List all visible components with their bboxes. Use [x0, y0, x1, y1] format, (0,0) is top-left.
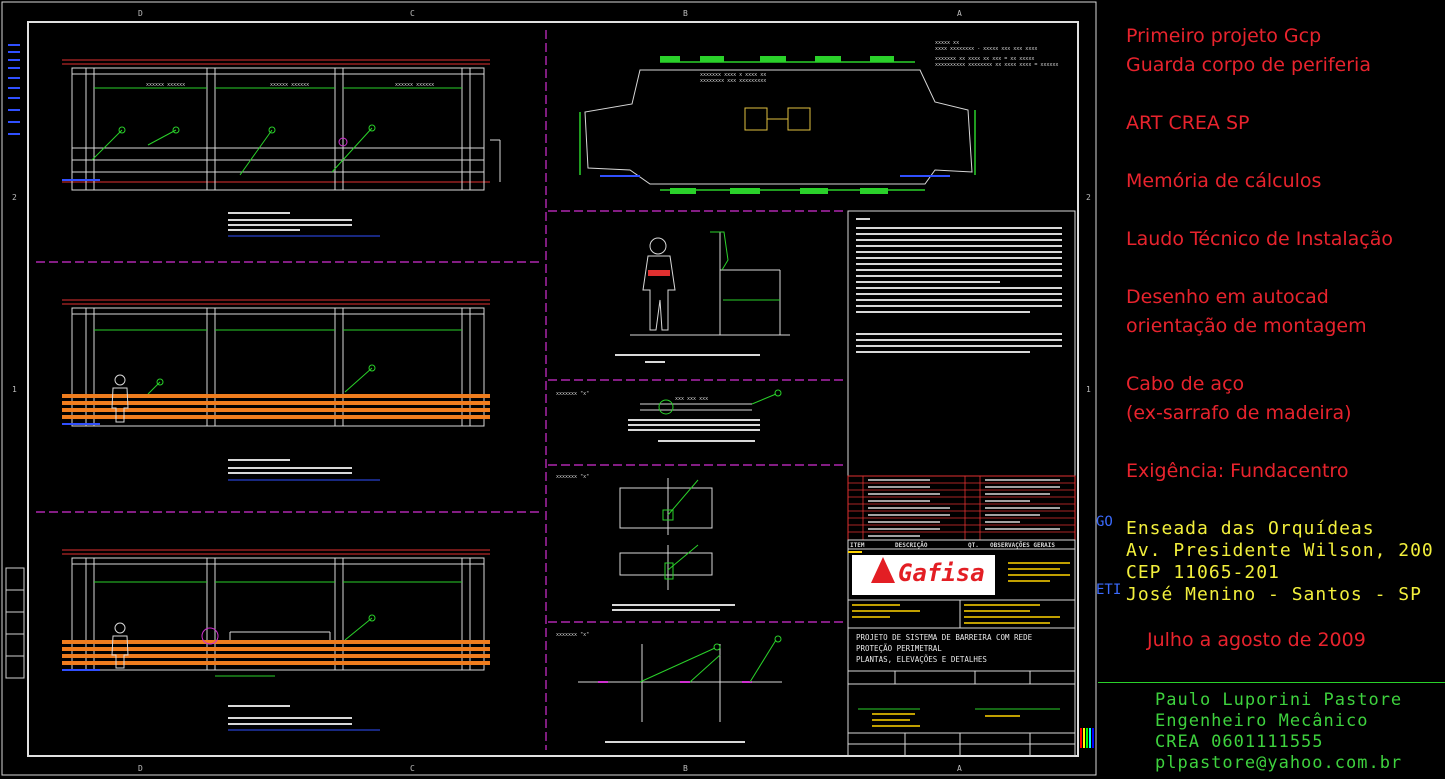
cad-drawing-viewport[interactable]: D C B A D C B A 2 1 2 1 — [0, 0, 1100, 779]
elevation-2[interactable] — [62, 299, 490, 481]
svg-text:xxxxxx xxxxxx: xxxxxx xxxxxx — [270, 82, 309, 88]
elevation-1[interactable]: xxxxxx xxxxxx xxxxxx xxxxxx xxxxxx xxxxx… — [62, 59, 501, 237]
general-notes-box — [847, 210, 1076, 477]
side-note-9: (ex-sarrafo de madeira) — [1126, 402, 1352, 424]
grid-letter-top-d: D — [138, 9, 143, 18]
project-date: Julho a agosto de 2009 — [1147, 629, 1366, 651]
detail-worker-net[interactable] — [615, 231, 790, 363]
title-block: Gafisa PROJETO DE SISTEMA DE BARREIRA CO… — [847, 548, 1076, 757]
grid-number-right-1: 1 — [1086, 385, 1091, 394]
detail-cable-plan[interactable]: xxxxxxx "x" — [556, 632, 782, 743]
table-header-qt: QT. — [968, 542, 979, 549]
svg-text:xxxxxxxx xxx xxxxxxxxx: xxxxxxxx xxx xxxxxxxxx — [700, 78, 766, 84]
elevation-3[interactable] — [62, 549, 490, 731]
detail-anchor[interactable]: xxxxxxx "x" — [556, 474, 735, 611]
materials-table: ITEM DESCRIÇÃO QT. OBSERVAÇÕES GERAIS — [847, 475, 1076, 550]
divider-line — [1098, 682, 1445, 683]
address-line-2: Av. Presidente Wilson, 200 — [1126, 540, 1434, 561]
svg-text:xxxxxxx "x": xxxxxxx "x" — [556, 632, 589, 638]
side-note-1: Primeiro projeto Gcp — [1126, 25, 1322, 47]
left-revision-strip — [5, 567, 25, 679]
engineer-email: plpastore@yahoo.com.br — [1155, 753, 1403, 773]
side-note-8: Cabo de aço — [1126, 373, 1245, 395]
svg-text:xxx xxx xxx: xxx xxx xxx — [675, 396, 708, 402]
address-line-1: Enseada das Orquídeas — [1126, 518, 1375, 539]
address-line-4: José Menino - Santos - SP — [1126, 584, 1422, 605]
title-line-3: PLANTAS, ELEVAÇÕES E DETALHES — [856, 655, 987, 664]
left-edge-notes — [8, 44, 20, 135]
svg-text:xxxxx xx: xxxxx xx — [935, 40, 959, 46]
engineer-crea: CREA 0601111555 — [1155, 732, 1324, 752]
side-note-4: Memória de cálculos — [1126, 170, 1322, 192]
svg-text:xxxxxxxxxx xxxxxxxx xx xxxx xx: xxxxxxxxxx xxxxxxxx xx xxxx xxxx = xxxxx… — [935, 62, 1058, 68]
table-header-descricao: DESCRIÇÃO — [895, 542, 928, 549]
svg-text:xxxxxx xxxxxx: xxxxxx xxxxxx — [395, 82, 434, 88]
inner-sheet-border — [27, 21, 1079, 757]
table-header-observacoes: OBSERVAÇÕES GERAIS — [990, 542, 1055, 549]
svg-text:xxxxxxx xx xxxx xx xxx = xx xx: xxxxxxx xx xxxx xx xxx = xx xxxxx — [935, 56, 1034, 62]
grid-letter-bottom-a: A — [957, 764, 962, 773]
grid-number-left-2: 2 — [12, 193, 17, 202]
grid-number-right-2: 2 — [1086, 193, 1091, 202]
svg-text:xxxx xxxxxxxx - xxxxx xxx xxx: xxxx xxxxxxxx - xxxxx xxx xxx xxxx — [935, 46, 1037, 52]
edge-fragment-1: GO — [1096, 514, 1113, 530]
grid-letter-bottom-c: C — [410, 764, 415, 773]
engineer-name: Paulo Luporini Pastore — [1155, 690, 1403, 710]
detail-cable-tie[interactable]: xxxxxxx "x" xxx xxx xxx — [556, 389, 782, 442]
gafisa-logo-text: Gafisa — [898, 559, 985, 587]
side-note-3: ART CREA SP — [1126, 112, 1250, 134]
title-line-2: PROTEÇÃO PERIMETRAL — [856, 644, 942, 653]
svg-text:xxxxxxx "x": xxxxxxx "x" — [556, 474, 589, 480]
grid-letter-top-c: C — [410, 9, 415, 18]
table-header-item: ITEM — [850, 542, 865, 549]
section-dividers — [36, 30, 843, 750]
side-note-7: orientação de montagem — [1126, 315, 1367, 337]
side-note-2: Guarda corpo de periferia — [1126, 54, 1371, 76]
svg-text:xxxxxxx xxxx x xxxx xx: xxxxxxx xxxx x xxxx xx — [700, 72, 766, 78]
grid-number-left-1: 1 — [12, 385, 17, 394]
address-line-3: CEP 11065-201 — [1126, 562, 1280, 583]
engineer-title: Engenheiro Mecânico — [1155, 711, 1369, 731]
grid-letter-bottom-b: B — [683, 764, 688, 773]
grid-letter-top-a: A — [957, 9, 962, 18]
grid-letter-bottom-d: D — [138, 764, 143, 773]
side-note-6: Desenho em autocad — [1126, 286, 1329, 308]
svg-text:xxxxxxx "x": xxxxxxx "x" — [556, 391, 589, 397]
outer-sheet-border — [1, 1, 1097, 776]
title-line-1: PROJETO DE SISTEMA DE BARREIRA COM REDE — [856, 633, 1033, 642]
layer-color-legend — [1080, 728, 1094, 748]
svg-text:xxxxxx xxxxxx: xxxxxx xxxxxx — [146, 82, 185, 88]
side-note-10: Exigência: Fundacentro — [1126, 460, 1349, 482]
human-figure — [111, 622, 129, 669]
edge-fragment-2: ETI — [1096, 582, 1122, 598]
grid-letter-top-b: B — [683, 9, 688, 18]
floor-plan[interactable]: xxxxx xx xxxx xxxxxxxx - xxxxx xxx xxx x… — [579, 40, 1058, 194]
human-figure — [111, 374, 129, 423]
side-note-5: Laudo Técnico de Instalação — [1126, 228, 1394, 250]
